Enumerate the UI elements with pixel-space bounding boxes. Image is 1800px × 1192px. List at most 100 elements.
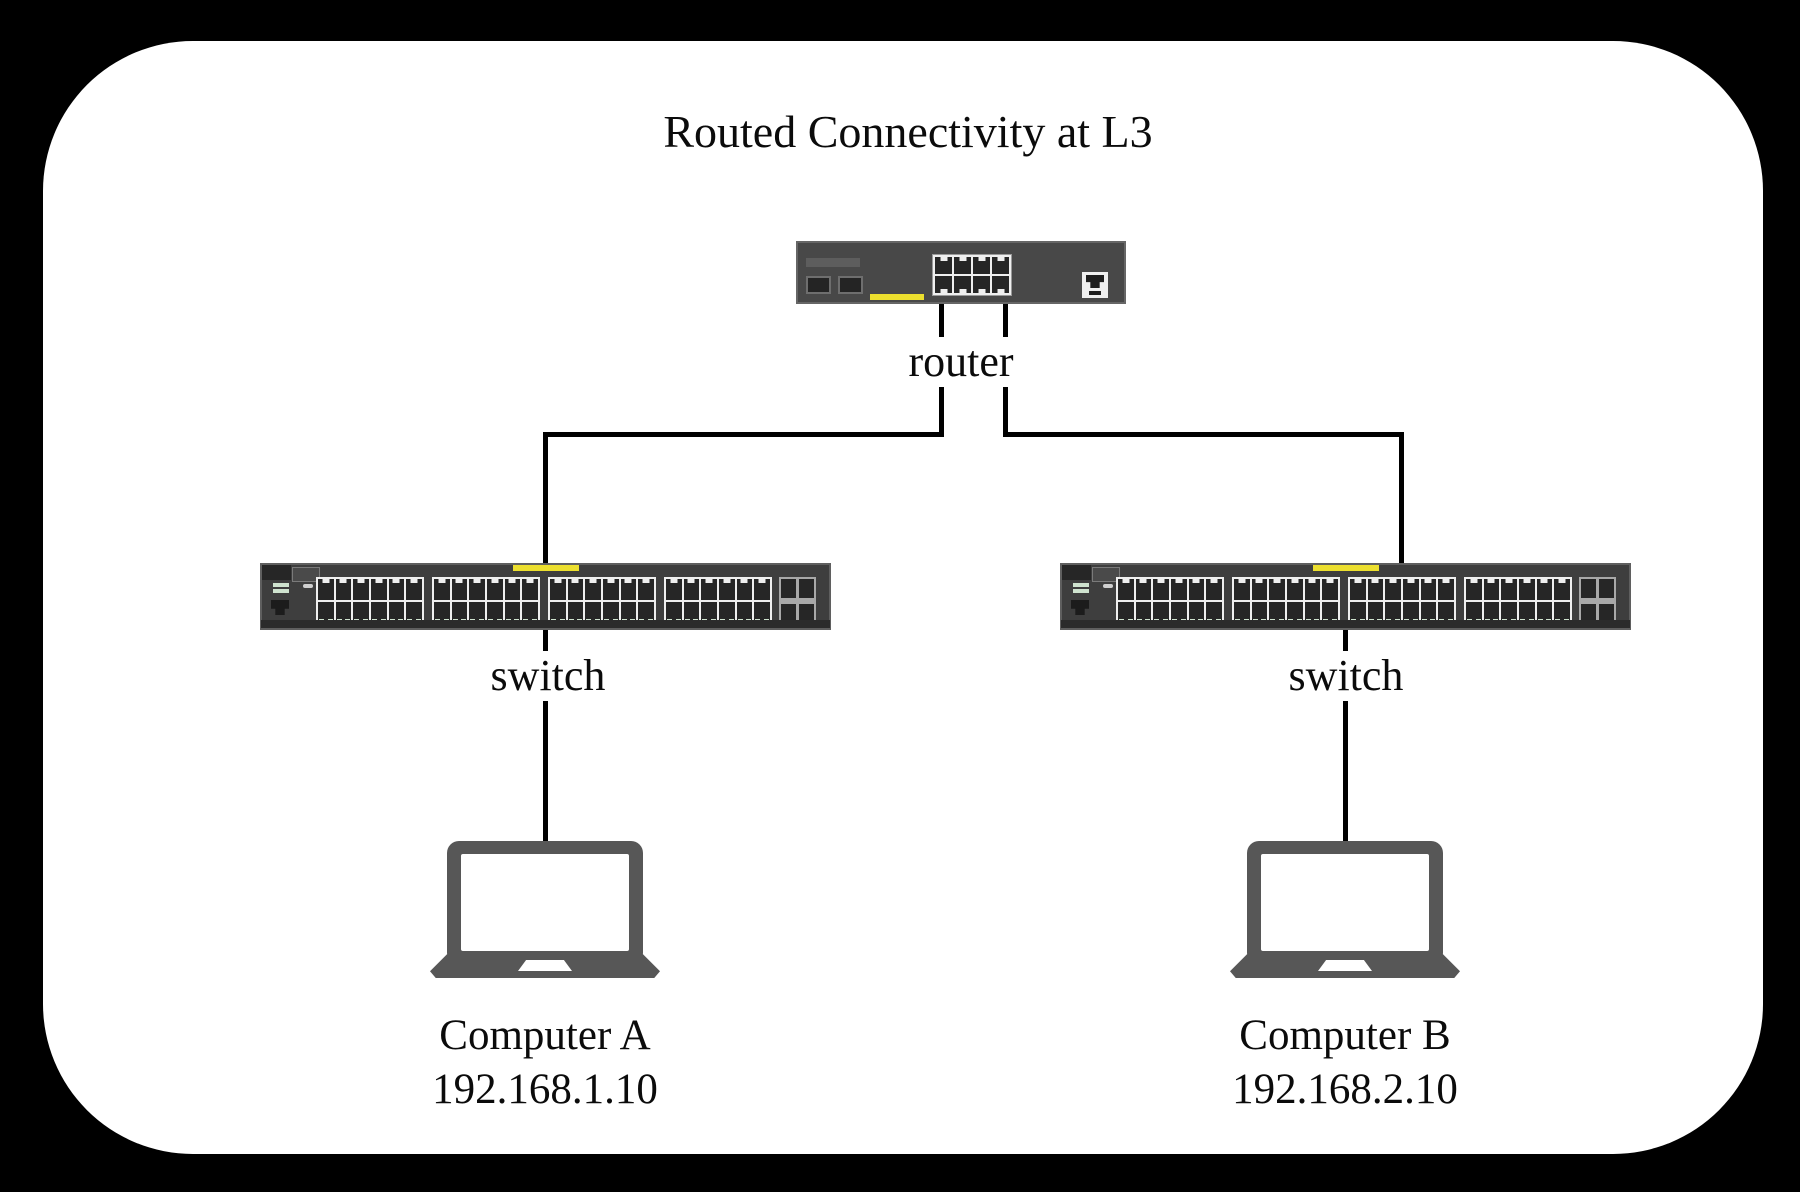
port-bank xyxy=(316,577,424,624)
port-bank xyxy=(664,577,772,624)
console-port-icon xyxy=(1071,600,1089,615)
port-bank xyxy=(1348,577,1456,624)
switch-accent-bar xyxy=(1313,565,1379,571)
sfp-port-icon xyxy=(1581,603,1596,622)
rj45-port-icon xyxy=(469,601,485,622)
port-bank xyxy=(548,577,656,624)
rj45-port-icon xyxy=(1367,579,1384,600)
port-bank xyxy=(1116,577,1224,624)
rj45-port-icon xyxy=(992,276,1009,293)
computer-b-device xyxy=(1230,841,1460,978)
rj45-port-icon xyxy=(318,579,334,600)
rj45-port-icon xyxy=(487,601,503,622)
rj45-port-icon xyxy=(567,579,584,600)
rj45-port-icon xyxy=(935,276,952,293)
rj45-port-icon xyxy=(992,257,1009,274)
router-port-block xyxy=(932,254,1012,296)
switch-panel-block xyxy=(1062,565,1091,580)
cable-router-switch-a-horizontal xyxy=(543,432,944,437)
rj45-port-icon xyxy=(318,601,334,622)
rj45-port-icon xyxy=(1118,601,1134,622)
switch-status-led xyxy=(273,589,289,593)
rj45-port-icon xyxy=(1420,601,1437,622)
rj45-port-icon xyxy=(353,601,369,622)
rj45-port-icon xyxy=(1171,579,1187,600)
rj45-port-icon xyxy=(1234,579,1250,600)
rj45-port-icon xyxy=(451,579,468,600)
rj45-port-icon xyxy=(353,579,369,600)
rj45-port-icon xyxy=(1322,601,1338,622)
cable-switch-b-computer-b xyxy=(1343,628,1348,843)
rj45-port-icon xyxy=(638,579,654,600)
switch-sfp-block xyxy=(779,577,816,624)
rj45-port-icon xyxy=(1206,579,1222,600)
rj45-port-icon xyxy=(1483,579,1500,600)
rj45-port-icon xyxy=(973,276,990,293)
router-uplink-led xyxy=(1089,291,1101,295)
rj45-port-icon xyxy=(1554,579,1570,600)
rj45-port-icon xyxy=(754,579,770,600)
laptop-display xyxy=(461,854,629,951)
rj45-port-icon xyxy=(388,601,405,622)
computer-b-ip: 192.168.2.10 xyxy=(1232,1066,1458,1113)
rj45-port-icon xyxy=(1519,579,1535,600)
switch-base-strip xyxy=(1061,620,1630,628)
rj45-port-icon xyxy=(1466,579,1482,600)
rj45-port-icon xyxy=(935,257,952,274)
rj45-port-icon xyxy=(487,579,503,600)
rj45-port-icon xyxy=(335,579,352,600)
switch-status-led xyxy=(1073,589,1089,593)
rj45-port-icon xyxy=(754,601,770,622)
switch-b-label: switch xyxy=(1278,651,1414,701)
laptop-base-icon xyxy=(1230,954,1460,978)
rj45-port-icon xyxy=(522,601,538,622)
rj45-port-icon xyxy=(1135,601,1152,622)
rj45-port-icon xyxy=(451,601,468,622)
rj45-port-icon xyxy=(1188,579,1205,600)
laptop-notch xyxy=(518,960,572,971)
rj45-port-icon xyxy=(585,579,601,600)
cable-switch-b-drop xyxy=(1399,432,1404,565)
rj45-port-icon xyxy=(719,579,735,600)
rj45-port-icon xyxy=(469,579,485,600)
router-sfp-port-1 xyxy=(806,276,831,294)
rj45-port-icon xyxy=(1350,579,1366,600)
rj45-port-icon xyxy=(1153,579,1169,600)
router-label: router xyxy=(898,337,1024,387)
switch-sfp-block xyxy=(1579,577,1616,624)
rj45-port-icon xyxy=(701,579,717,600)
rj45-port-icon xyxy=(550,601,566,622)
switch-accent-bar xyxy=(513,565,579,571)
rj45-port-icon xyxy=(683,601,700,622)
rj45-port-icon xyxy=(1536,579,1553,600)
sfp-port-icon xyxy=(1599,579,1614,598)
rj45-port-icon xyxy=(1269,601,1285,622)
rj45-port-icon xyxy=(1118,579,1134,600)
rj45-port-icon xyxy=(1554,601,1570,622)
rj45-port-icon xyxy=(1135,579,1152,600)
rj45-port-icon xyxy=(1466,601,1482,622)
rj45-port-icon xyxy=(666,579,682,600)
rj45-port-icon xyxy=(388,579,405,600)
computer-a-device xyxy=(430,841,660,978)
rj45-port-icon xyxy=(1171,601,1187,622)
laptop-display xyxy=(1261,854,1429,951)
rj45-port-icon xyxy=(335,601,352,622)
rj45-port-icon xyxy=(603,601,619,622)
port-bank xyxy=(1232,577,1340,624)
rj45-port-icon xyxy=(1322,579,1338,600)
switch-mode-button xyxy=(1103,584,1113,588)
rj45-port-icon xyxy=(1304,601,1321,622)
rj45-port-icon xyxy=(567,601,584,622)
rj45-port-icon xyxy=(954,276,971,293)
rj45-port-icon xyxy=(1153,601,1169,622)
rj45-port-icon xyxy=(1403,579,1419,600)
laptop-screen-icon xyxy=(447,841,643,955)
port-bank xyxy=(1464,577,1572,624)
rj45-port-icon xyxy=(1483,601,1500,622)
rj45-port-icon xyxy=(1385,579,1401,600)
sfp-port-icon xyxy=(781,603,796,622)
sfp-port-icon xyxy=(799,579,814,598)
rj45-port-icon xyxy=(1501,579,1517,600)
router-device xyxy=(796,241,1126,304)
